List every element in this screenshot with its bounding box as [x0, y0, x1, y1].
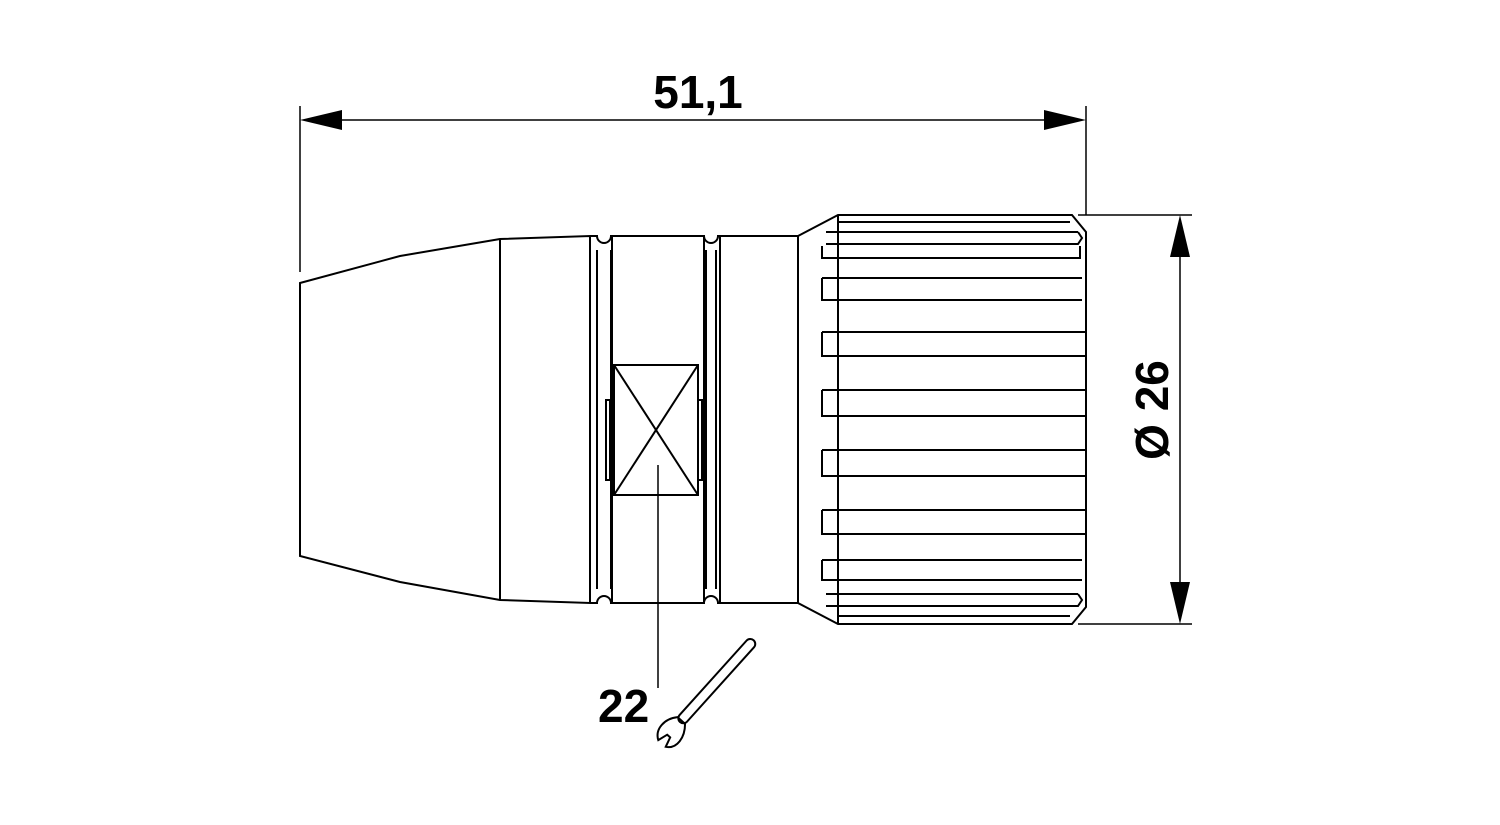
knurled-coupling-nut: [797, 214, 1087, 625]
wrench-flat-section: [605, 235, 705, 604]
open-end-wrench-icon: [656, 637, 757, 749]
diameter-dimension: Ø 26: [1078, 214, 1192, 625]
knurl-ridges: [821, 221, 1086, 617]
length-dimension: 51,1: [299, 66, 1087, 272]
arrowhead-top: [1170, 215, 1190, 257]
groove-ring-left: [590, 235, 612, 604]
middle-ring: [719, 235, 799, 604]
arrowhead-left: [300, 110, 342, 130]
groove-ring-right: [703, 235, 720, 604]
wrench-size-label: 22: [598, 680, 649, 732]
cable-taper: [299, 234, 591, 605]
diameter-label: Ø 26: [1126, 360, 1178, 460]
length-label: 51,1: [653, 66, 743, 118]
arrowhead-right: [1044, 110, 1086, 130]
arrowhead-bottom: [1170, 582, 1190, 624]
wrench-size-callout: 22: [598, 465, 757, 749]
